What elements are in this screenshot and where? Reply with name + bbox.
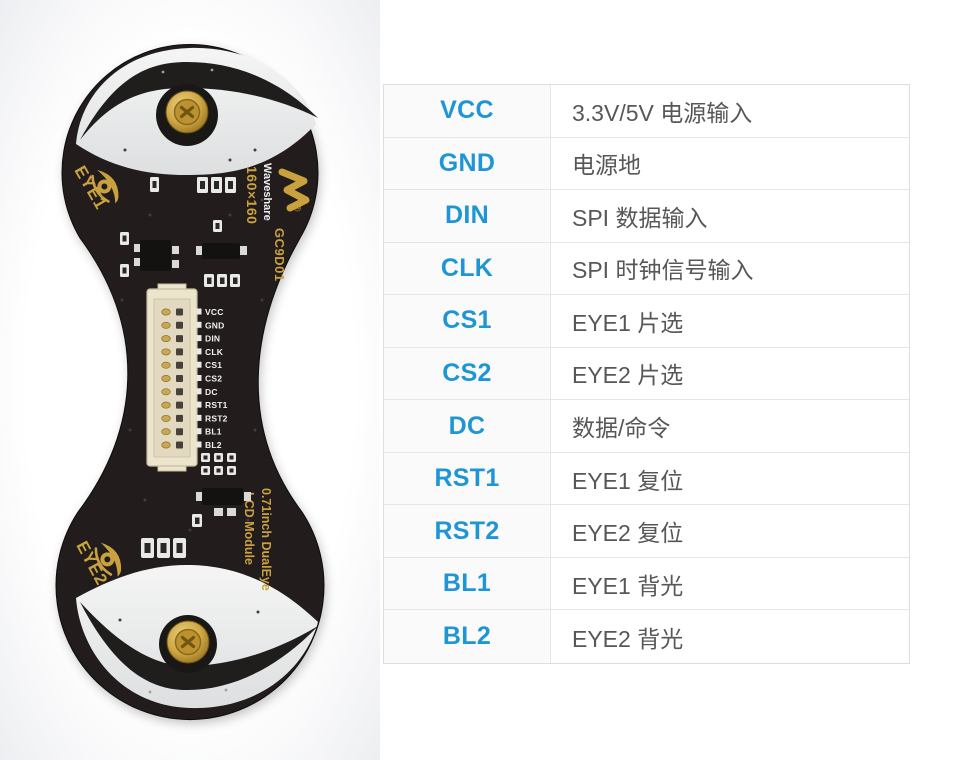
- pin-desc-cell: SPI 数据输入: [551, 190, 909, 243]
- pcb-pin-silk-label: BL1: [205, 427, 222, 437]
- connector-slot: [176, 321, 183, 329]
- pin-name-cell: RST1: [384, 452, 551, 506]
- pin-name-cell: VCC: [384, 85, 551, 138]
- connector-slot: [176, 361, 183, 369]
- pin-desc-cell: 数据/命令: [551, 400, 909, 453]
- connector-slot: [176, 414, 183, 422]
- connector-pin: [161, 388, 171, 396]
- pin-name-cell: BL1: [384, 557, 551, 611]
- connector-pin: [161, 401, 171, 409]
- pin-pad: [196, 348, 202, 355]
- pcb-pin-silk-label: CS1: [205, 360, 222, 370]
- connector-pin: [161, 308, 171, 316]
- connector-slot: [176, 308, 183, 316]
- connector-slot: [176, 348, 183, 356]
- pin-desc-cell: SPI 时钟信号输入: [551, 243, 909, 296]
- pin-pad: [196, 335, 202, 342]
- pin-desc-cell: EYE1 背光: [551, 558, 909, 611]
- connector-slot: [176, 428, 183, 436]
- pcb-pin-silk-label: VCC: [205, 307, 224, 317]
- pin-desc-cell: EYE2 片选: [551, 348, 909, 401]
- pin-desc-cell: EYE1 片选: [551, 295, 909, 348]
- connector-pin: [161, 321, 171, 329]
- via-dots: [118, 148, 264, 622]
- pcb-pin-silk-label: CS2: [205, 374, 222, 384]
- pin-name-cell: BL2: [384, 610, 551, 663]
- pin-name-cell: RST2: [384, 505, 551, 558]
- connector-pin: [161, 414, 171, 422]
- eye1-gold-glyph: [91, 169, 119, 204]
- controller-silk-text: GC9D01: [272, 228, 287, 282]
- eye2-graphic: [76, 565, 318, 709]
- pin-name-cell: DC: [384, 400, 551, 453]
- pcb-pin-silk-label: DIN: [205, 334, 220, 344]
- connector-slot: [176, 375, 183, 382]
- waveshare-logo: [278, 168, 310, 212]
- eye1-graphic: [76, 47, 318, 175]
- connector-pin: [161, 348, 171, 356]
- pin-desc-cell: 电源地: [551, 138, 909, 191]
- pcb-pin-silk-label: RST2: [205, 413, 228, 423]
- pin-desc-cell: 3.3V/5V 电源输入: [551, 85, 909, 138]
- connector-pin: [161, 441, 171, 449]
- pin-name-cell: DIN: [384, 190, 551, 243]
- pin-name-cell: CLK: [384, 242, 551, 296]
- pin-desc-cell: EYE2 背光: [572, 625, 684, 652]
- standoff-bottom: [166, 620, 210, 664]
- standoff-top: [165, 90, 209, 134]
- pcb-pin-silk-label: DC: [205, 387, 218, 397]
- pin-pad: [196, 414, 202, 421]
- module-name-line2: LCD Module: [242, 492, 256, 565]
- pin-name-cell: GND: [384, 137, 551, 191]
- pin-pad: [196, 321, 202, 328]
- registered-mark: ®: [291, 204, 302, 212]
- pin-desc-cell: EYE1 复位: [551, 453, 909, 506]
- pin-desc-cell: EYE2 复位: [551, 505, 909, 558]
- pcb-silkscreen-top: [120, 177, 247, 287]
- connector-slot: [176, 335, 183, 343]
- resolution-silk-text: 160×160: [244, 166, 260, 224]
- connector-pin: [161, 428, 171, 436]
- pin-pad: [196, 388, 202, 395]
- pin-pad: [196, 361, 202, 368]
- pcb-pin-silk-label: GND: [205, 320, 225, 330]
- eye2-gold-glyph: [94, 542, 122, 577]
- pcb-pin-silk-label: CLK: [205, 347, 224, 357]
- pin-pad: [196, 441, 202, 448]
- connector-pin: [161, 335, 171, 343]
- product-photo: EYE1 EYE2 Waveshare 160×160 ® GC9D01 0.7…: [0, 0, 380, 760]
- pcb-pin-silk-label: RST1: [205, 400, 228, 410]
- connector-slot: [176, 441, 183, 449]
- connector-slot: [176, 388, 183, 396]
- pin-pad: [196, 401, 202, 408]
- pin-pad: [196, 375, 202, 381]
- brand-silk-text: Waveshare: [261, 163, 273, 221]
- connector-slot: [176, 401, 183, 409]
- pin-pad: [196, 308, 202, 315]
- module-name-line1: 0.71inch DualEye: [259, 488, 273, 591]
- pcb-pin-silk-label: BL2: [205, 440, 222, 450]
- pin-pad: [196, 428, 202, 435]
- pin-name-cell: CS2: [384, 347, 551, 401]
- connector-pin: [161, 361, 171, 369]
- pcb-silkscreen-bottom: [141, 453, 251, 558]
- pin-name-cell: CS1: [384, 295, 551, 348]
- connector-pin: [161, 375, 171, 382]
